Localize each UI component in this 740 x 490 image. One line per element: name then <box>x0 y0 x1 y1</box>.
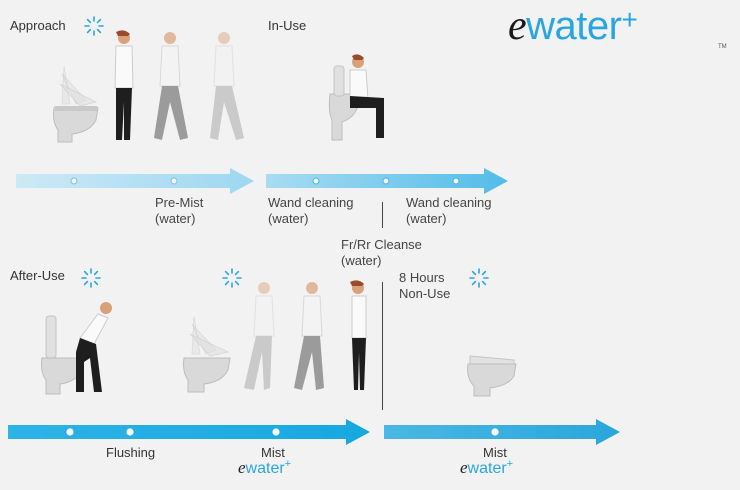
stage-in-use: In-Use <box>268 18 306 33</box>
step-wand-cleaning-2: Wand cleaning (water) <box>406 195 492 227</box>
step-label: Fr/Rr Cleanse <box>341 237 422 253</box>
step-sublabel: (water) <box>406 211 492 227</box>
toilet-closed-icon <box>466 354 518 398</box>
step-pre-mist: Pre-Mist (water) <box>155 195 203 227</box>
step-sublabel: (water) <box>155 211 203 227</box>
stage-non-use-line2: Non-Use <box>399 286 450 302</box>
ewater-mini-logo: ewater+ <box>460 458 513 478</box>
stage-approach: Approach <box>10 18 66 33</box>
arrow-in-use <box>266 168 510 194</box>
arrow-approach <box>16 168 256 194</box>
step-label: Pre-Mist <box>155 195 203 211</box>
sparkle-icon <box>469 268 489 288</box>
divider-bottom <box>382 282 383 410</box>
step-wand-cleaning-1: Wand cleaning (water) <box>268 195 354 227</box>
person-bending-icon <box>40 300 110 396</box>
stage-after-use: After-Use <box>10 268 65 283</box>
arrow-non-use <box>384 419 622 445</box>
sparkle-icon <box>81 268 101 288</box>
step-sublabel: (water) <box>268 211 354 227</box>
sparkle-icon <box>222 268 242 288</box>
step-label: Wand cleaning <box>406 195 492 211</box>
stage-non-use: 8 Hours Non-Use <box>399 270 450 302</box>
trademark: TM <box>718 44 727 50</box>
toilet-lid-closing-icon <box>180 310 234 394</box>
step-flushing: Flushing <box>106 445 155 460</box>
ewater-logo: ewater+ <box>508 2 637 50</box>
divider-top <box>382 202 383 228</box>
stage-non-use-line1: 8 Hours <box>399 270 450 286</box>
toilet-lid-opening-icon <box>50 60 102 144</box>
step-sublabel: (water) <box>341 253 422 269</box>
step-label: Wand cleaning <box>268 195 354 211</box>
arrow-after-use <box>8 419 372 445</box>
walking-away-sequence <box>240 280 372 396</box>
walking-person-sequence <box>106 30 252 146</box>
sparkle-icon <box>84 16 104 36</box>
ewater-mini-logo: ewater+ <box>238 458 291 478</box>
seated-person-icon <box>328 54 394 144</box>
step-cleanse: Fr/Rr Cleanse (water) <box>341 237 422 269</box>
